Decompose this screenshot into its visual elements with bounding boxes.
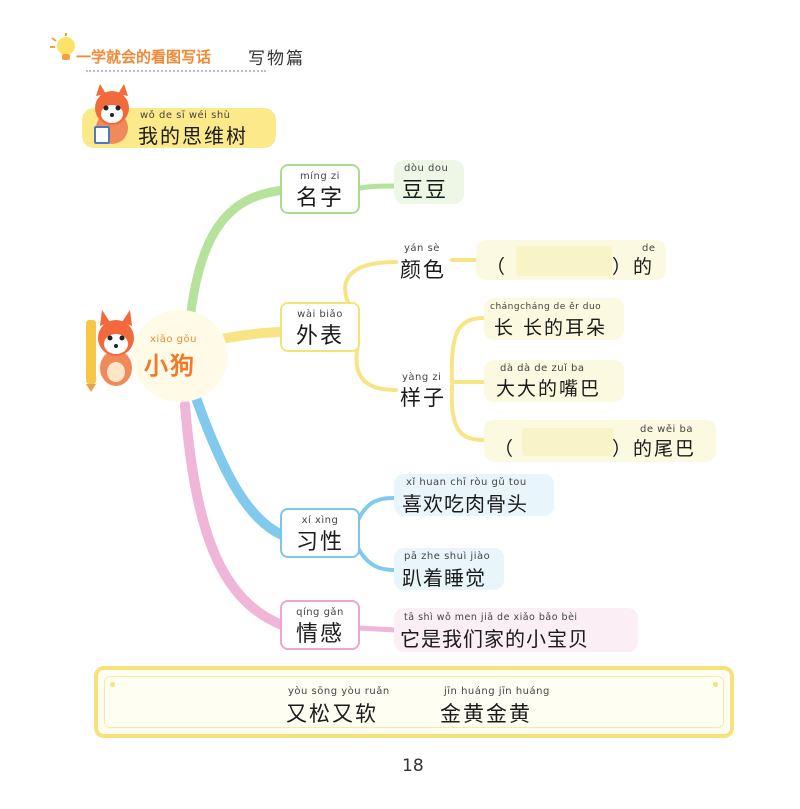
color-blank-field[interactable] <box>516 246 612 276</box>
word-bank-dot <box>110 682 115 687</box>
tail-pinyin: de wěi ba <box>640 424 693 435</box>
leaf-color-label: 颜色 <box>400 258 446 282</box>
branch-habit: xí xìng 习性 <box>280 508 360 558</box>
center-node <box>132 310 228 402</box>
leaf-treasure-pinyin: tā shì wǒ men jiā de xiǎo bǎo bèi <box>404 612 578 623</box>
tail-blank-close: ）的尾巴 <box>612 438 697 460</box>
word-bank: yòu sōng yòu ruǎn 又松又软 jīn huáng jīn huá… <box>94 666 734 738</box>
leaf-doudou-panel <box>394 160 464 204</box>
leaf-doudou-pinyin: dòu dou <box>404 163 449 174</box>
leaf-bones-pinyin: xǐ huan chī ròu gǔ tou <box>406 477 527 488</box>
page-number: 18 <box>402 756 424 776</box>
leaf-shape-label: 样子 <box>400 386 446 410</box>
branch-appearance-pinyin: wài biǎo <box>297 309 343 320</box>
connector-habit <box>190 390 287 540</box>
fox-reading-icon <box>94 84 129 144</box>
word-bank-inner-border <box>104 676 724 728</box>
leaf-treasure-label: 它是我们家的小宝贝 <box>400 627 589 651</box>
connector-name <box>185 185 290 325</box>
leaf-ears-pinyin: chángcháng de ěr duo <box>490 302 602 312</box>
leaf-bones-label: 喜欢吃肉骨头 <box>402 492 528 516</box>
section-title: 写物篇 <box>248 49 305 69</box>
color-blank-close: ）的 <box>612 256 655 278</box>
leaf-mouth-pinyin: dà dà de zuǐ ba <box>500 363 585 374</box>
word-bank-item-2-pinyin: jīn huáng jīn huáng <box>444 686 550 697</box>
leaf-ears-label: 长 长的耳朵 <box>494 317 608 339</box>
leaf-treasure-panel <box>394 608 638 652</box>
branch-feeling: qíng gǎn 情感 <box>280 600 360 650</box>
tail-blank-field[interactable] <box>522 428 614 456</box>
color-blank-pinyin: de <box>642 243 656 254</box>
tail-blank-open: （ <box>494 438 516 460</box>
leaf-doudou-label: 豆豆 <box>402 178 448 202</box>
color-blank-open: （ <box>486 256 508 278</box>
leaf-ears-panel <box>484 298 624 340</box>
branch-name: míng zi 名字 <box>280 164 360 214</box>
badge-pinyin: wǒ de sī wéi shù <box>140 110 231 121</box>
branch-feeling-pinyin: qíng gǎn <box>296 607 344 618</box>
leaf-color-pinyin: yán sè <box>404 243 440 254</box>
leaf-mouth-panel <box>484 360 624 402</box>
word-bank-item-1-pinyin: yòu sōng yòu ruǎn <box>288 686 390 697</box>
branch-feeling-label: 情感 <box>295 622 344 647</box>
branch-habit-pinyin: xí xìng <box>301 515 339 526</box>
leaf-shape-pinyin: yàng zi <box>402 372 442 383</box>
series-title: 一学就会的看图写话 <box>76 48 212 66</box>
lightbulb-icon <box>50 33 75 60</box>
word-bank-item-1-label: 又松又软 <box>286 702 378 726</box>
word-bank-dot <box>713 682 718 687</box>
connector-appearance <box>210 327 290 345</box>
leaf-mouth-label: 大大的嘴巴 <box>496 378 602 400</box>
branch-habit-label: 习性 <box>295 530 344 555</box>
badge-title: 我的思维树 <box>138 124 248 148</box>
connector-feeling <box>180 400 287 630</box>
branch-name-label: 名字 <box>295 186 344 211</box>
branch-appearance-label: 外表 <box>295 324 344 349</box>
header-underline <box>86 70 266 72</box>
leaf-sleep-pinyin: pā zhe shuì jiào <box>404 551 491 562</box>
leaf-sleep-panel <box>394 548 504 590</box>
leaf-sleep-label: 趴着睡觉 <box>402 566 486 590</box>
leaf-bones-panel <box>394 474 554 516</box>
fox-with-pencil-icon <box>86 310 134 392</box>
center-label: 小狗 <box>144 352 196 380</box>
branch-appearance: wài biǎo 外表 <box>280 302 360 352</box>
center-pinyin: xiǎo gǒu <box>150 334 197 345</box>
branch-name-pinyin: míng zi <box>300 171 340 182</box>
header: 一学就会的看图写话 写物篇 <box>46 32 366 72</box>
word-bank-item-2-label: 金黄金黄 <box>440 702 532 726</box>
